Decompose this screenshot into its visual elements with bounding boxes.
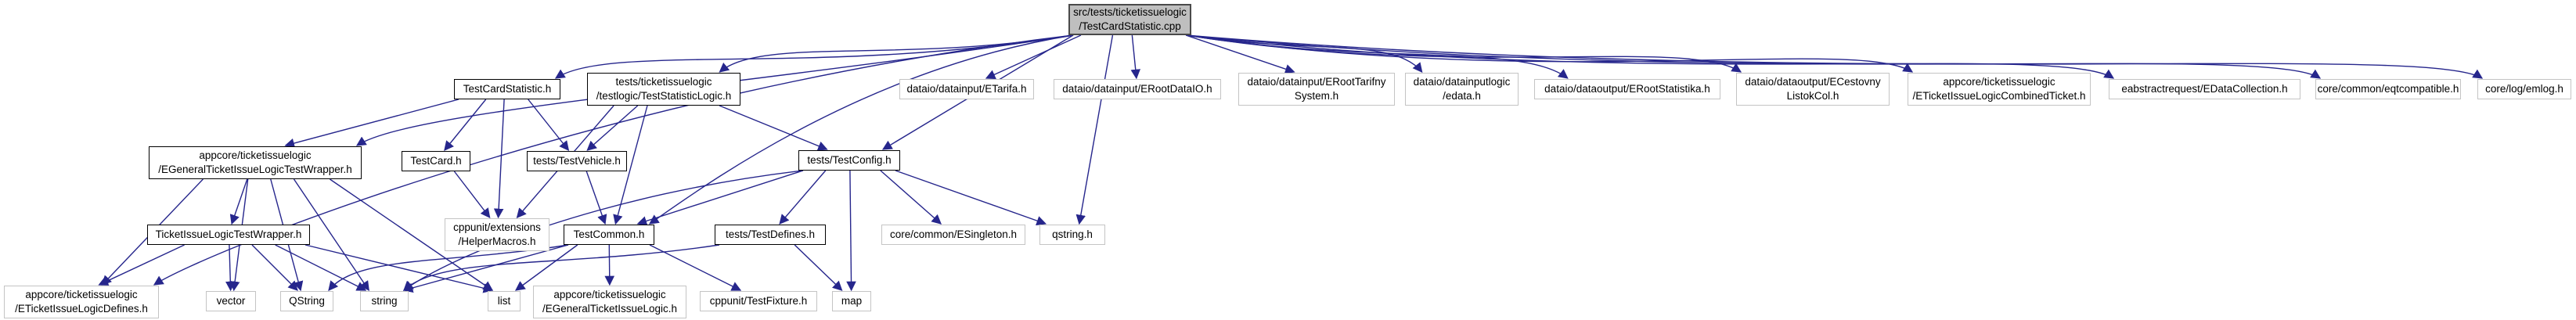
graph-node-label: list xyxy=(497,295,511,307)
graph-edge-ticketissuelogictestwrapper-h--string xyxy=(275,244,367,291)
graph-edge-testdefines-h--map xyxy=(794,244,843,291)
graph-edge-testconfig-h--map xyxy=(846,170,856,292)
graph-node-label: string xyxy=(371,295,398,307)
graph-edge-egeneralticketissuelogictestwrapper-h--string xyxy=(293,178,369,292)
graph-node-label: dataio/dataoutput/ECestovny ListokCol.h xyxy=(1745,76,1881,102)
graph-edge-testcommon-h--testfixture-h xyxy=(649,244,742,291)
graph-edge-testcommon-h--string xyxy=(402,244,569,293)
graph-node-label: src/tests/ticketissuelogic /TestCardStat… xyxy=(1073,6,1187,32)
graph-node-qstring-class: QString xyxy=(280,291,333,311)
graph-node-eticketissuelogicdefines-h: appcore/ticketissuelogic /ETicketIssueLo… xyxy=(4,286,159,318)
graph-node-label: dataio/datainput/ETarifa.h xyxy=(906,83,1027,95)
graph-node-esingleton-h: core/common/ESingleton.h xyxy=(881,225,1025,245)
graph-edge-testcardstatistic-h--helpermacros-h xyxy=(493,99,505,219)
graph-node-eroottarifnysystem-h: dataio/datainput/ERootTarifny System.h xyxy=(1238,73,1395,106)
graph-node-string: string xyxy=(360,291,409,311)
graph-edge-teststatisticlogic-h--testvehicle-h xyxy=(586,105,639,151)
graph-node-emlog-h: core/log/emlog.h xyxy=(2477,79,2571,99)
graph-node-eqtcompatible-h: core/common/eqtcompatible.h xyxy=(2315,79,2461,99)
graph-node-label: tests/TestDefines.h xyxy=(725,228,816,241)
graph-node-label: QString xyxy=(289,295,325,307)
graph-node-label: tests/ticketissuelogic /testlogic/TestSt… xyxy=(596,76,732,102)
graph-edge-ticketissuelogictestwrapper-h--qstring-class xyxy=(251,244,298,291)
graph-edge-testvehicle-h--testcommon-h xyxy=(585,171,607,225)
graph-edge-testconfig-h--esingleton-h xyxy=(880,170,942,225)
graph-edge-egeneralticketissuelogictestwrapper-h--ticketissuelogictestwrapper-h xyxy=(229,178,248,225)
graph-edge-src-tests-testcardstatistic-cpp--erootdataio-h xyxy=(1130,34,1140,80)
graph-node-label: tests/TestConfig.h xyxy=(807,154,892,167)
graph-edge-testconfig-h--testcommon-h xyxy=(636,170,804,226)
graph-node-label: dataio/datainput/ERootTarifny System.h xyxy=(1247,76,1386,102)
graph-edge-teststatisticlogic-h--testconfig-h xyxy=(719,105,828,151)
graph-node-erootstatistika-h: dataio/dataoutput/ERootStatistika.h xyxy=(1534,79,1720,99)
graph-edge-src-tests-testcardstatistic-cpp--etarifa-h xyxy=(985,34,1082,80)
graph-node-label: TestCommon.h xyxy=(573,228,645,241)
graph-edge-testcommon-h--egeneralticketissuelogic-h xyxy=(604,244,615,286)
graph-edge-testcard-h--helpermacros-h xyxy=(453,171,491,218)
graph-node-testvehicle-h[interactable]: tests/TestVehicle.h xyxy=(527,151,627,171)
graph-node-label: vector xyxy=(216,295,246,307)
graph-node-label: appcore/ticketissuelogic /ETicketIssueLo… xyxy=(15,289,148,315)
graph-node-testcard-h[interactable]: TestCard.h xyxy=(402,151,470,171)
graph-node-label: cppunit/TestFixture.h xyxy=(709,295,808,307)
graph-node-label: TestCardStatistic.h xyxy=(463,83,552,95)
graph-node-label: qstring.h xyxy=(1052,228,1093,241)
graph-edge-ticketissuelogictestwrapper-h--list xyxy=(304,244,494,293)
graph-node-edatacollection-h: eabstractrequest/EDataCollection.h xyxy=(2109,79,2300,99)
graph-edge-ticketissuelogictestwrapper-h--vector xyxy=(225,244,236,292)
graph-node-erootdataio-h: dataio/datainput/ERootDataIO.h xyxy=(1054,79,1221,99)
graph-node-etarifa-h: dataio/datainput/ETarifa.h xyxy=(899,79,1034,99)
graph-node-label: appcore/ticketissuelogic /EGeneralTicket… xyxy=(542,289,678,315)
graph-edge-testcommon-h--list xyxy=(514,244,578,291)
graph-node-label: TicketIssueLogicTestWrapper.h xyxy=(155,228,302,241)
graph-node-egeneralticketissuelogictestwrapper-h[interactable]: appcore/ticketissuelogic /EGeneralTicket… xyxy=(149,146,362,179)
graph-node-edata-h: dataio/datainputlogic /edata.h xyxy=(1405,73,1519,106)
graph-edge-testcardstatistic-h--testvehicle-h xyxy=(528,99,570,151)
graph-node-label: dataio/datainputlogic /edata.h xyxy=(1413,76,1511,102)
graph-node-testdefines-h[interactable]: tests/TestDefines.h xyxy=(715,225,826,245)
graph-node-testconfig-h[interactable]: tests/TestConfig.h xyxy=(798,150,900,171)
graph-edge-src-tests-testcardstatistic-cpp--testcommon-h xyxy=(648,34,1074,225)
graph-node-label: core/common/eqtcompatible.h xyxy=(2317,83,2459,95)
graph-edge-src-tests-testcardstatistic-cpp--eroottarifnysystem-h xyxy=(1185,34,1295,74)
graph-node-testcardstatistic-h[interactable]: TestCardStatistic.h xyxy=(454,79,560,99)
graph-node-label: core/common/ESingleton.h xyxy=(889,228,1018,241)
graph-node-label: eabstractrequest/EDataCollection.h xyxy=(2121,83,2288,95)
graph-node-label: core/log/emlog.h xyxy=(2485,83,2563,95)
graph-edge-testcardstatistic-h--testcard-h xyxy=(444,99,487,151)
graph-edge-egeneralticketissuelogictestwrapper-h--list xyxy=(330,178,494,291)
graph-node-testfixture-h: cppunit/TestFixture.h xyxy=(700,291,817,311)
graph-edge-src-tests-testcardstatistic-cpp--eticketissuelogiccombinedticket-h xyxy=(1186,34,1914,73)
graph-edge-testcardstatistic-h--egeneralticketissuelogictestwrapper-h xyxy=(284,99,459,149)
graph-node-map: map xyxy=(832,291,871,311)
graph-node-label: TestCard.h xyxy=(410,155,462,167)
graph-edge-testconfig-h--testdefines-h xyxy=(779,170,827,225)
graph-edge-testconfig-h--qstring-h xyxy=(895,170,1047,226)
graph-edge-src-tests-testcardstatistic-cpp--qstring-h xyxy=(1075,34,1114,225)
graph-node-testcommon-h[interactable]: TestCommon.h xyxy=(564,225,654,245)
graph-node-qstring-h: qstring.h xyxy=(1039,225,1105,245)
graph-node-label: cppunit/extensions /HelperMacros.h xyxy=(453,221,541,247)
graph-edge-src-tests-testcardstatistic-cpp--testcardstatistic-h xyxy=(554,34,1074,79)
graph-node-label: dataio/datainput/ERootDataIO.h xyxy=(1062,83,1212,95)
graph-node-label: dataio/dataoutput/ERootStatistika.h xyxy=(1544,83,1710,95)
graph-node-list: list xyxy=(488,291,521,311)
graph-edge-src-tests-testcardstatistic-cpp--emlog-h xyxy=(1186,34,2484,79)
graph-edge-testdefines-h--string xyxy=(403,244,720,291)
graph-node-helpermacros-h: cppunit/extensions /HelperMacros.h xyxy=(445,218,549,251)
graph-node-src-tests-testcardstatistic-cpp: src/tests/ticketissuelogic /TestCardStat… xyxy=(1068,4,1191,35)
graph-node-eticketissuelogiccombinedticket-h: appcore/ticketissuelogic /ETicketIssueLo… xyxy=(1908,73,2091,106)
graph-node-teststatisticlogic-h[interactable]: tests/ticketissuelogic /testlogic/TestSt… xyxy=(587,73,740,106)
graph-node-ticketissuelogictestwrapper-h[interactable]: TicketIssueLogicTestWrapper.h xyxy=(147,225,310,245)
graph-node-vector: vector xyxy=(206,291,256,311)
graph-node-label: appcore/ticketissuelogic /ETicketIssueLo… xyxy=(1912,76,2086,102)
graph-node-label: map xyxy=(841,295,863,307)
graph-node-label: appcore/ticketissuelogic /EGeneralTicket… xyxy=(158,149,352,175)
graph-edge-src-tests-testcardstatistic-cpp--eqtcompatible-h xyxy=(1186,34,2322,79)
graph-node-egeneralticketissuelogic-h: appcore/ticketissuelogic /EGeneralTicket… xyxy=(533,286,686,318)
graph-edge-ticketissuelogictestwrapper-h--eticketissuelogicdefines-h xyxy=(98,244,185,286)
graph-node-ecestovnylistokcol-h: dataio/dataoutput/ECestovny ListokCol.h xyxy=(1736,73,1890,106)
graph-node-label: tests/TestVehicle.h xyxy=(533,155,621,167)
